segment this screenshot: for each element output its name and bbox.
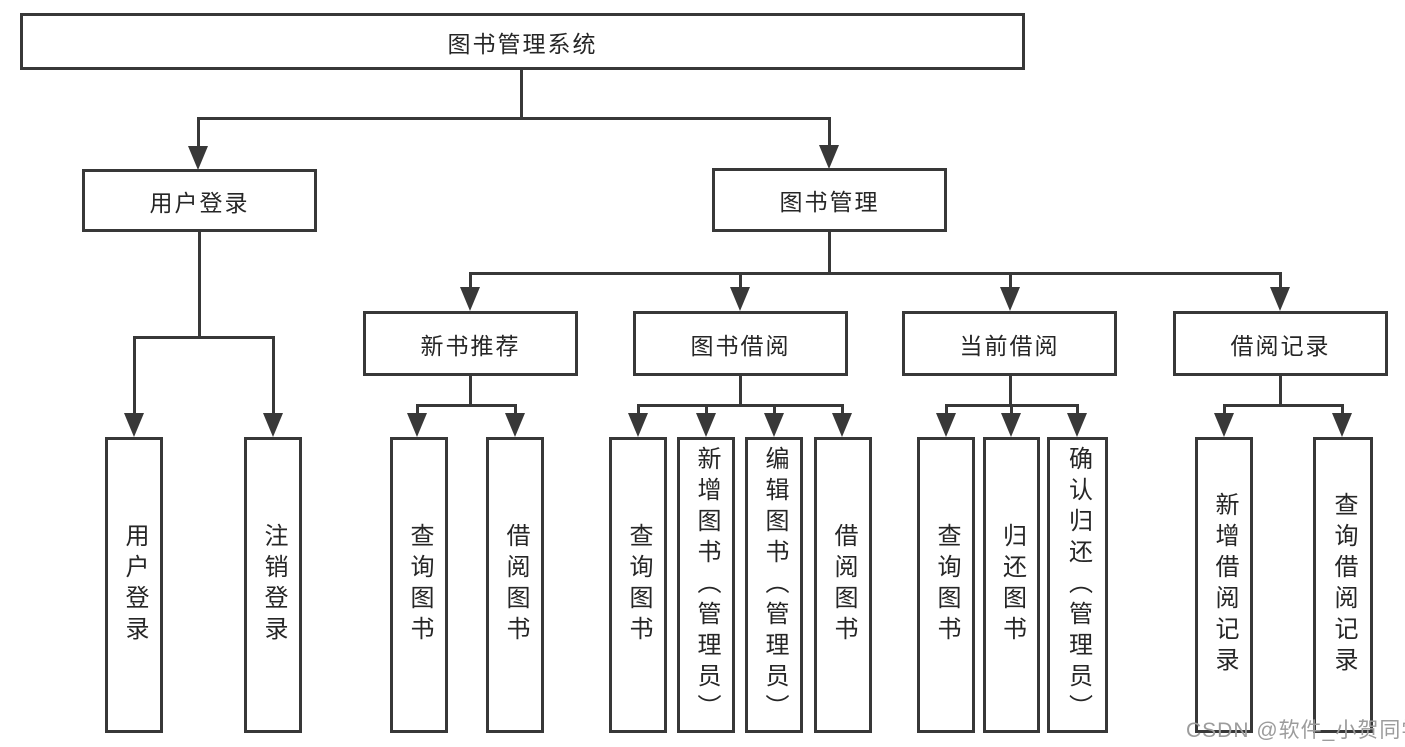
connector-line bbox=[828, 231, 831, 274]
connector-line bbox=[1076, 404, 1079, 416]
connector-line bbox=[197, 117, 200, 147]
connector-line bbox=[272, 336, 275, 416]
connector-line bbox=[828, 117, 831, 147]
node-borrow-books-recommend: 借阅图书 bbox=[486, 437, 544, 733]
connector-line bbox=[841, 404, 844, 416]
arrow-down-icon bbox=[1000, 287, 1020, 311]
connector-line bbox=[133, 336, 275, 339]
arrow-down-icon bbox=[460, 287, 480, 311]
connector-line bbox=[637, 404, 844, 407]
csdn-watermark: CSDN @软件_小贺同学 bbox=[1186, 719, 1405, 742]
connector-line bbox=[520, 69, 523, 120]
arrow-down-icon bbox=[628, 413, 648, 437]
connector-line bbox=[705, 404, 708, 416]
arrow-down-icon bbox=[936, 413, 956, 437]
connector-line bbox=[133, 336, 136, 416]
connector-line bbox=[416, 404, 419, 416]
connector-line bbox=[1223, 404, 1344, 407]
arrow-down-icon bbox=[263, 413, 283, 437]
arrow-down-icon bbox=[1067, 413, 1087, 437]
connector-line bbox=[739, 375, 742, 406]
connector-line bbox=[469, 272, 472, 290]
node-user-login-group: 用户登录 bbox=[82, 169, 317, 232]
connector-line bbox=[1009, 375, 1012, 406]
node-new-book-recommend: 新书推荐 bbox=[363, 311, 578, 376]
connector-line bbox=[198, 231, 201, 337]
arrow-down-icon bbox=[1270, 287, 1290, 311]
connector-line bbox=[197, 117, 831, 120]
node-query-books-borrowing: 查询图书 bbox=[609, 437, 667, 733]
arrow-down-icon bbox=[188, 146, 208, 170]
connector-line bbox=[469, 272, 1282, 275]
node-current-borrowing: 当前借阅 bbox=[902, 311, 1117, 376]
node-borrowing-records: 借阅记录 bbox=[1173, 311, 1388, 376]
connector-line bbox=[637, 404, 640, 416]
node-logout: 注销登录 bbox=[244, 437, 302, 733]
node-confirm-return-admin: 确认归还（管理员） bbox=[1047, 437, 1108, 733]
arrow-down-icon bbox=[832, 413, 852, 437]
node-edit-books-admin: 编辑图书（管理员） bbox=[745, 437, 803, 733]
node-borrow-books: 借阅图书 bbox=[814, 437, 872, 733]
connector-line bbox=[739, 272, 742, 290]
connector-line bbox=[1010, 404, 1013, 416]
connector-line bbox=[514, 404, 517, 416]
connector-line bbox=[1009, 272, 1012, 290]
arrow-down-icon bbox=[407, 413, 427, 437]
arrow-down-icon bbox=[819, 145, 839, 169]
connector-line bbox=[1223, 404, 1226, 416]
node-book-borrowing: 图书借阅 bbox=[633, 311, 848, 376]
arrow-down-icon bbox=[1001, 413, 1021, 437]
connector-line bbox=[773, 404, 776, 416]
arrow-down-icon bbox=[696, 413, 716, 437]
node-book-management-group: 图书管理 bbox=[712, 168, 947, 232]
connector-line bbox=[416, 404, 517, 407]
arrow-down-icon bbox=[764, 413, 784, 437]
arrow-down-icon bbox=[1214, 413, 1234, 437]
node-library-management-system: 图书管理系统 bbox=[20, 13, 1025, 70]
node-user-login: 用户登录 bbox=[105, 437, 163, 733]
arrow-down-icon bbox=[505, 413, 525, 437]
arrow-down-icon bbox=[730, 287, 750, 311]
arrow-down-icon bbox=[124, 413, 144, 437]
connector-line bbox=[1279, 375, 1282, 406]
node-query-books-recommend: 查询图书 bbox=[390, 437, 448, 733]
connector-line bbox=[469, 375, 472, 406]
node-query-books-current: 查询图书 bbox=[917, 437, 975, 733]
connector-line bbox=[1341, 404, 1344, 416]
node-add-books-admin: 新增图书（管理员） bbox=[677, 437, 735, 733]
node-add-borrow-record: 新增借阅记录 bbox=[1195, 437, 1253, 733]
arrow-down-icon bbox=[1332, 413, 1352, 437]
node-return-books: 归还图书 bbox=[983, 437, 1040, 733]
connector-line bbox=[1279, 272, 1282, 290]
node-query-borrow-record: 查询借阅记录 bbox=[1313, 437, 1373, 733]
connector-line bbox=[945, 404, 948, 416]
